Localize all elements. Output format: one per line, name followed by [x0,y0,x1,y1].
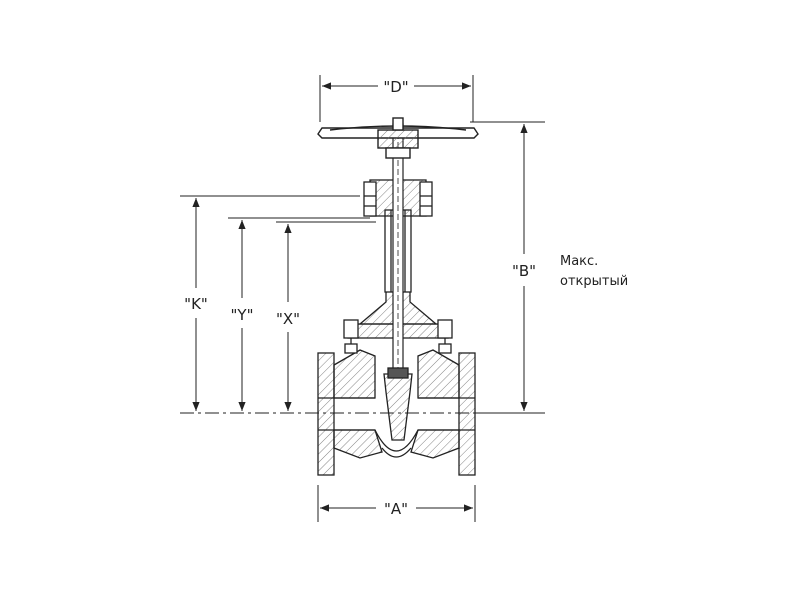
dimension-a [317,485,476,522]
dimension-b-label: "B" [512,262,536,280]
max-open-note: Макс. открытый [560,252,628,292]
dimension-b [470,121,545,414]
dimension-k [180,195,360,411]
handwheel [317,117,479,159]
note-line-1: Макс. [560,254,599,269]
dimension-k-label: "K" [184,295,208,313]
dimension-x [276,221,376,411]
wedge [383,367,413,441]
left-flange [317,352,335,476]
right-flange [458,352,476,476]
dimension-a-label: "A" [384,500,408,518]
dimension-y-label: "Y" [231,306,254,324]
dimension-d-label: "D" [383,78,408,96]
valve-body [317,349,476,476]
dimension-d [319,75,474,122]
dimension-y [228,217,370,411]
note-line-2: открытый [560,274,629,289]
dimension-x-label: "X" [276,310,300,328]
stem [392,123,404,375]
